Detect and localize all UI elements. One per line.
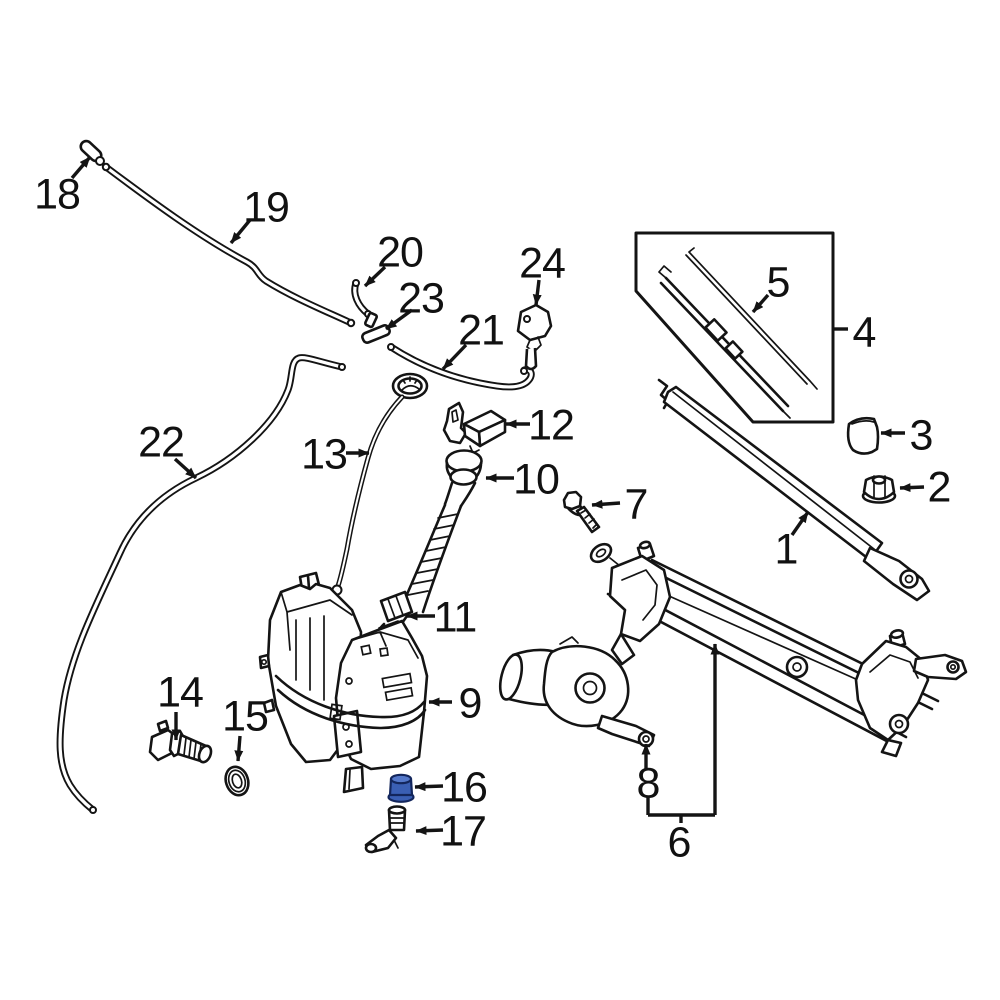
callout-9: 9 [428,679,482,727]
washer-hose-19 [101,162,356,328]
wiper-motor-8 [498,636,656,748]
blade-carton-4 [634,231,835,424]
callout-15: 15 [222,692,269,762]
callout-label-18: 18 [34,170,80,218]
callout-label-15: 15 [222,692,268,740]
callout-arrow [591,499,621,509]
callout-19: 19 [229,183,290,245]
callout-label-24: 24 [519,239,565,287]
callout-22: 22 [138,418,198,480]
callout-label-11: 11 [434,593,477,641]
callout-label-16: 16 [441,763,487,811]
wiper-arm-1 [657,378,931,602]
callout-arrow [899,483,925,493]
washer-reservoir-9 [258,571,429,794]
wiper-blade-5 [658,265,791,419]
callout-3: 3 [880,411,934,459]
reservoir-grommet-16 [387,773,415,803]
callout-16: 16 [414,763,488,811]
callout-24: 24 [519,239,566,306]
callout-arrow [790,511,810,536]
callout-label-2: 2 [928,463,951,511]
callout-17: 17 [415,807,487,855]
callout-2: 2 [899,463,951,511]
callout-label-21: 21 [458,306,504,354]
callout-11: 11 [406,593,477,641]
callout-label-9: 9 [459,679,482,727]
callout-arrow [363,265,387,288]
callout-arrow [532,279,542,306]
grommet-top [389,773,413,785]
callout-label-7: 7 [625,480,648,528]
callout-arrow [229,218,252,245]
callout-20: 20 [363,228,424,288]
washer-pump-17 [364,805,407,854]
callout-arrow [384,308,414,331]
linkage-bolt-7 [562,490,601,534]
callout-label-20: 20 [377,228,423,276]
callout-label-10: 10 [513,455,559,503]
callout-7: 7 [591,480,648,528]
hose-cap-18 [79,139,105,166]
callout-14: 14 [157,668,204,741]
callout-6: 6 [646,643,720,866]
callout-label-23: 23 [398,274,444,322]
washer-pump-14 [148,719,213,764]
washer-nozzle-24 [516,303,553,371]
callout-label-12: 12 [528,401,574,449]
callout-arrow [414,782,444,792]
callout-arrow [70,155,92,180]
callout-label-17: 17 [440,807,486,855]
washer-hose-22 [56,354,346,814]
wiper-linkage-6 [589,540,968,758]
callout-arrow [441,343,468,371]
washer-hose-20 [351,279,372,318]
wiper-arm-cap-3 [846,416,880,455]
callout-label-22: 22 [138,418,184,466]
callout-arrow [751,293,770,314]
callout-23: 23 [384,274,445,331]
callout-18: 18 [34,155,92,218]
callout-label-5: 5 [767,258,790,306]
filler-neck-10 [369,449,483,646]
callout-4: 4 [833,308,877,356]
washer-hose-21 [387,343,535,391]
callout-label-19: 19 [243,183,289,231]
wiper-blade-refill-5 [685,247,818,390]
callout-label-1: 1 [775,525,798,573]
callout-label-13: 13 [301,430,347,478]
callout-arrow [234,735,244,762]
callout-label-3: 3 [910,411,933,459]
callout-5: 5 [751,258,791,314]
callout-label-6: 6 [668,818,691,866]
callout-1: 1 [775,511,810,573]
callout-10: 10 [485,455,560,503]
callout-13: 13 [301,430,370,478]
callout-arrow [415,826,444,836]
callout-label-14: 14 [157,668,203,716]
wiper-arm-nut-2 [861,475,897,504]
callout-arrow [173,457,198,480]
mount-bracket-12 [442,401,507,454]
callout-21: 21 [441,306,505,371]
reservoir-cap-13 [331,372,429,596]
pump-grommet-15 [224,765,250,797]
callout-12: 12 [505,401,575,449]
callout-label-4: 4 [853,308,876,356]
